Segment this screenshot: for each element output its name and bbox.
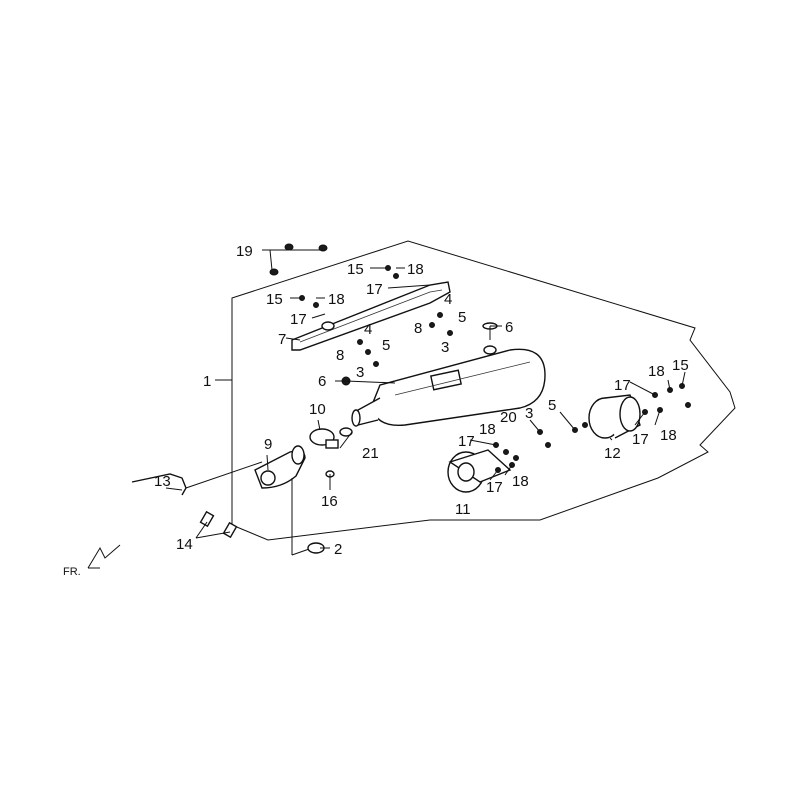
label-6b: 6: [318, 373, 326, 390]
label-5b: 5: [382, 337, 390, 354]
label-16: 16: [321, 493, 338, 510]
label-17c: 17: [458, 433, 475, 450]
label-5a: 5: [458, 309, 466, 326]
assembly-outline: [231, 240, 736, 541]
label-4b: 4: [364, 321, 372, 338]
label-11: 11: [455, 501, 471, 518]
label-18f: 18: [660, 427, 677, 444]
bolt-16: [325, 470, 335, 488]
muffler-body: [351, 345, 546, 427]
label-18b: 18: [328, 291, 345, 308]
front-direction-marker: FR.: [63, 544, 121, 578]
label-18a: 18: [407, 261, 424, 278]
studs: [199, 510, 238, 539]
heat-shield: [291, 281, 451, 351]
label-21: 21: [362, 445, 379, 462]
label-5c: 5: [548, 397, 556, 414]
label-20: 20: [500, 409, 517, 426]
label-18d: 18: [512, 473, 529, 490]
label-3c: 3: [525, 405, 533, 422]
label-13: 13: [154, 473, 171, 490]
label-8a: 8: [414, 320, 422, 337]
label-3a: 3: [356, 364, 364, 381]
bolts-19: [269, 243, 328, 276]
label-8b: 8: [336, 347, 344, 364]
label-14: 14: [176, 536, 193, 553]
label-2: 2: [334, 541, 342, 558]
label-9: 9: [264, 436, 272, 453]
sensor-cable: [131, 461, 263, 496]
label-10: 10: [309, 401, 326, 418]
leader-lines: [165, 249, 686, 549]
label-15b: 15: [266, 291, 283, 308]
tail-ring: [588, 394, 641, 439]
label-12: 12: [604, 445, 621, 462]
label-15a: 15: [347, 261, 364, 278]
callout-labels: 1 2 3 3 3 4 4 5 5 5 6 6 7 8 8 9 10 11 12…: [154, 243, 689, 558]
label-3b: 3: [441, 339, 449, 356]
label-17a: 17: [366, 281, 383, 298]
label-17f: 17: [632, 431, 649, 448]
label-17e: 17: [614, 377, 631, 394]
pipe-clamp: [309, 428, 339, 449]
label-7: 7: [278, 331, 286, 348]
label-18e: 18: [648, 363, 665, 380]
front-label: FR.: [63, 566, 81, 578]
label-1: 1: [203, 373, 211, 390]
label-4a: 4: [444, 291, 452, 308]
label-6a: 6: [505, 319, 513, 336]
exhaust-pipe: [254, 445, 313, 556]
label-15c: 15: [672, 357, 689, 374]
label-17b: 17: [290, 311, 307, 328]
label-17d: 17: [486, 479, 503, 496]
label-19: 19: [236, 243, 253, 260]
label-18c: 18: [479, 421, 496, 438]
